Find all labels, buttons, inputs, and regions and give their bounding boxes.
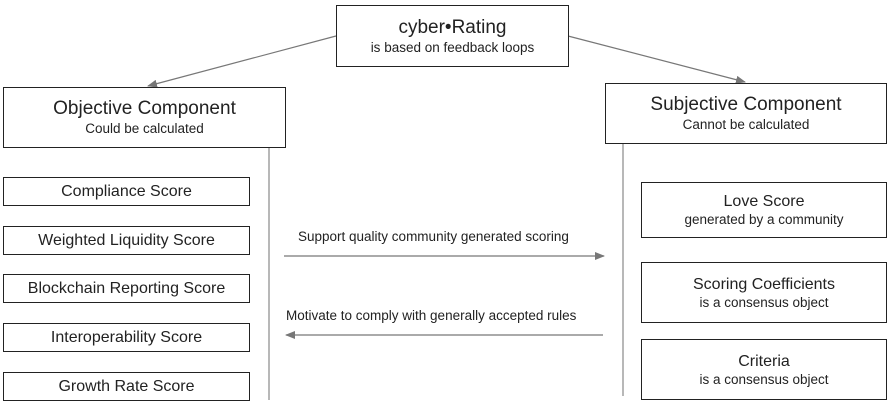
score-label: Growth Rate Score (58, 378, 195, 395)
item-box-criteria: Criteria is a consensus object (641, 339, 887, 400)
score-label: Compliance Score (61, 183, 192, 200)
item-title: Scoring Coefficients (693, 275, 835, 293)
score-label: Weighted Liquidity Score (38, 232, 215, 249)
item-subtitle: is a consensus object (699, 371, 829, 387)
score-box-blockchain-reporting: Blockchain Reporting Score (3, 274, 250, 303)
score-box-compliance: Compliance Score (3, 177, 250, 206)
item-title: Criteria (738, 352, 790, 370)
score-label: Blockchain Reporting Score (27, 280, 226, 297)
root-to-subjective-arrow (567, 35, 746, 84)
item-title: Love Score (723, 193, 805, 210)
score-box-weighted-liquidity: Weighted Liquidity Score (3, 226, 250, 255)
objective-subtitle: Could be calculated (85, 121, 204, 136)
item-box-love-score: Love Score generated by a community (641, 182, 887, 238)
root-box: cyber•Rating is based on feedback loops (336, 5, 569, 67)
root-to-objective-arrow (147, 35, 337, 88)
motivate-arrow-label: Motivate to comply with generally accept… (286, 308, 577, 323)
objective-title: Objective Component (53, 98, 236, 119)
subjective-box: Subjective Component Cannot be calculate… (605, 83, 887, 144)
objective-box: Objective Component Could be calculated (3, 87, 286, 148)
subjective-subtitle: Cannot be calculated (682, 117, 810, 132)
item-subtitle: is a consensus object (699, 294, 829, 310)
score-box-interoperability: Interoperability Score (3, 323, 250, 352)
support-arrow-label: Support quality community generated scor… (298, 229, 569, 244)
root-subtitle: is based on feedback loops (370, 39, 535, 55)
score-label: Interoperability Score (50, 329, 203, 346)
subjective-title: Subjective Component (650, 94, 842, 115)
root-title: cyber•Rating (398, 16, 507, 38)
item-subtitle: generated by a community (684, 212, 844, 227)
score-box-growth-rate: Growth Rate Score (3, 372, 250, 401)
item-box-scoring-coefficients: Scoring Coefficients is a consensus obje… (641, 262, 887, 323)
